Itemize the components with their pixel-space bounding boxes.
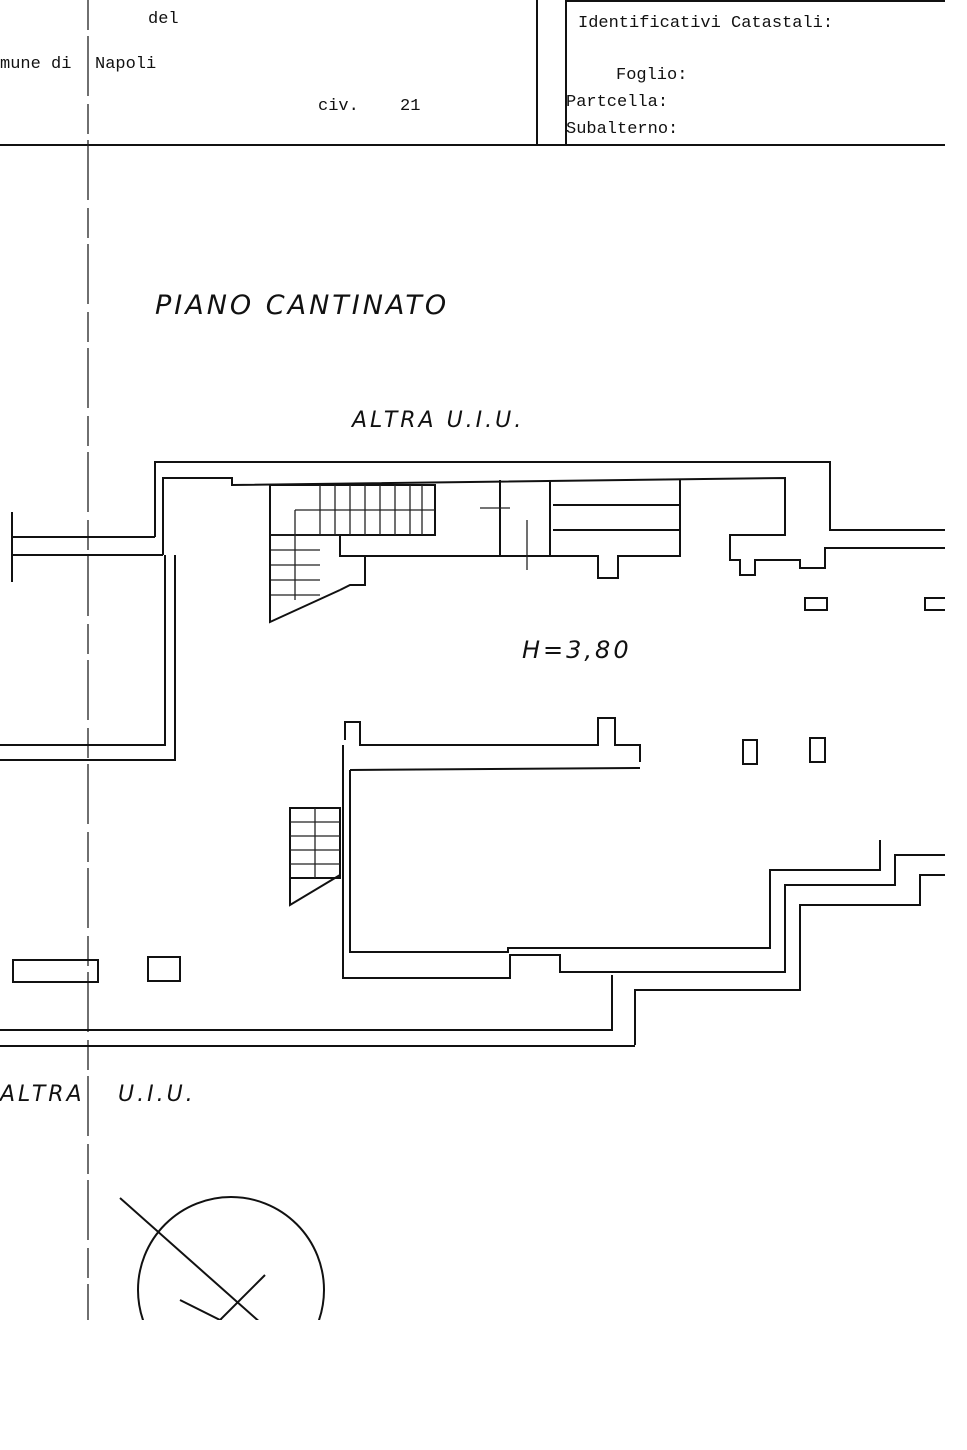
walls xyxy=(0,461,945,1047)
height-label: H=3,80 xyxy=(522,636,632,664)
north-arrow-icon xyxy=(119,1196,325,1320)
particella-label: Partcella: xyxy=(566,93,668,112)
neighbor-bottom-right-label: U.I.U. xyxy=(118,1082,196,1107)
civico-label: civ. xyxy=(318,97,359,116)
floor-title: PIANO CANTINATO xyxy=(155,290,449,321)
identificativi-title: Identificativi Catastali: xyxy=(578,14,833,33)
header-frame xyxy=(0,0,945,1320)
del-label: del xyxy=(148,10,179,29)
neighbor-top-label: ALTRA U.I.U. xyxy=(350,408,524,433)
comune-label: mune di xyxy=(0,55,71,74)
neighbor-bottom-left-label: ALTRA xyxy=(0,1082,85,1107)
comune-value: Napoli xyxy=(95,55,156,74)
foglio-label: Foglio: xyxy=(616,66,687,85)
subalterno-label: Subalterno: xyxy=(566,120,678,139)
civico-value: 21 xyxy=(400,97,420,116)
